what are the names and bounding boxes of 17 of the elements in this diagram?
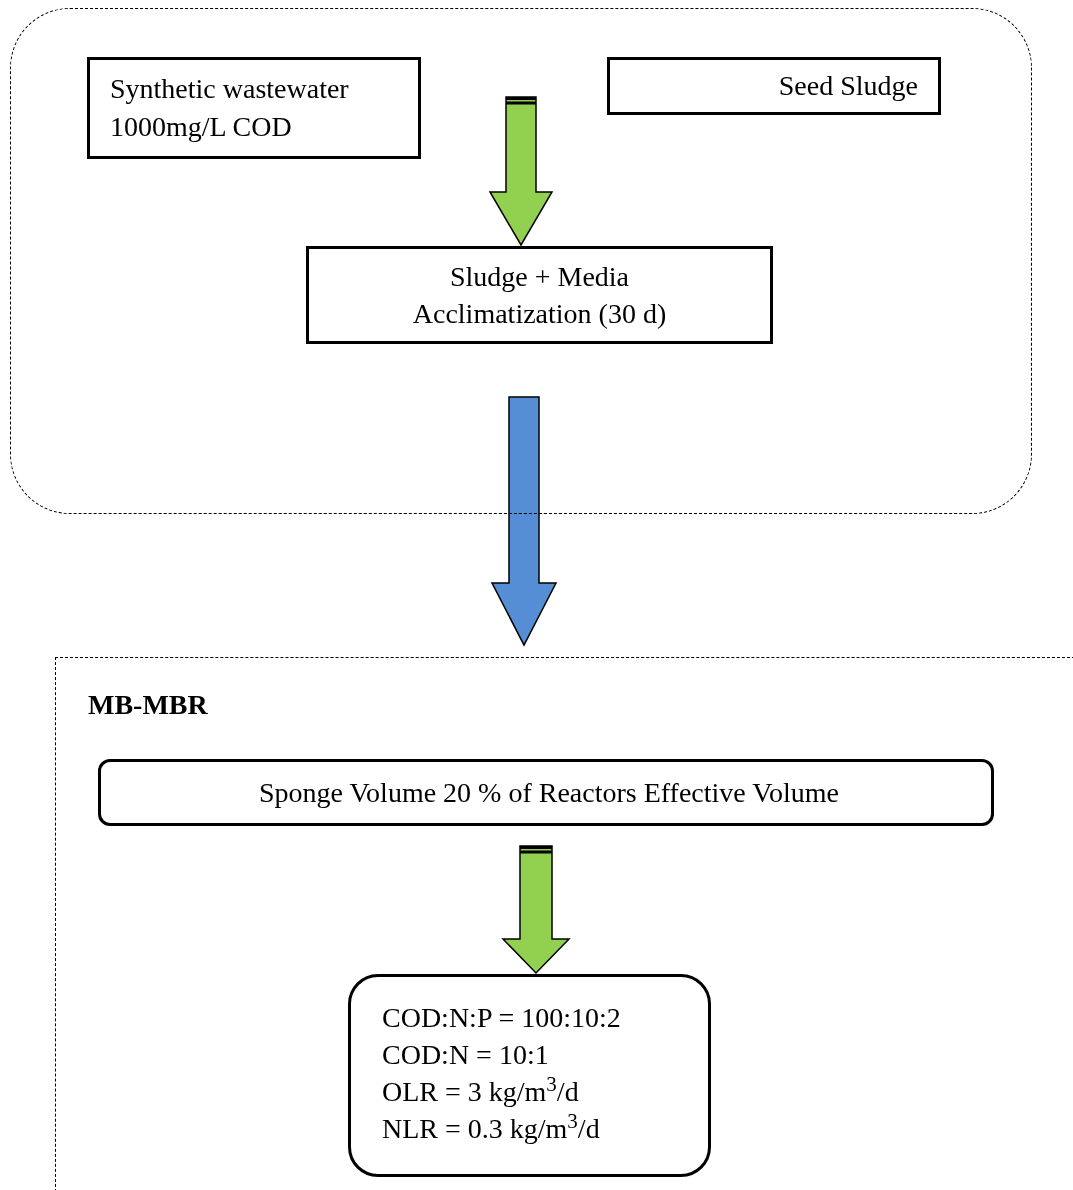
process-box xyxy=(348,974,711,1177)
process-box xyxy=(98,759,994,826)
box-text: Acclimatization (30 d) xyxy=(412,297,667,331)
box-text: COD:N = 10:1 xyxy=(382,1038,549,1072)
box-text: Sponge Volume 20 % of Reactors Effective Volume xyxy=(259,775,839,810)
box-text: Synthetic wastewater 1000mg/L COD xyxy=(110,72,350,144)
process-box xyxy=(607,57,941,115)
process-box xyxy=(87,57,421,159)
process-box xyxy=(306,246,773,344)
group-title: MB-MBR xyxy=(88,688,208,722)
box-text: COD:N:P = 100:10:2 xyxy=(382,1001,621,1035)
dashed-group-frame xyxy=(10,8,1032,514)
box-text: NLR = 0.3 kg/m$^{3}$/d xyxy=(382,1110,600,1146)
dashed-group-frame xyxy=(55,657,1073,1190)
box-text: OLR = 3 kg/m$^{3}$/d xyxy=(382,1073,579,1109)
box-text: Seed Sludge xyxy=(778,69,918,103)
box-text: Sludge + Media xyxy=(449,260,630,294)
